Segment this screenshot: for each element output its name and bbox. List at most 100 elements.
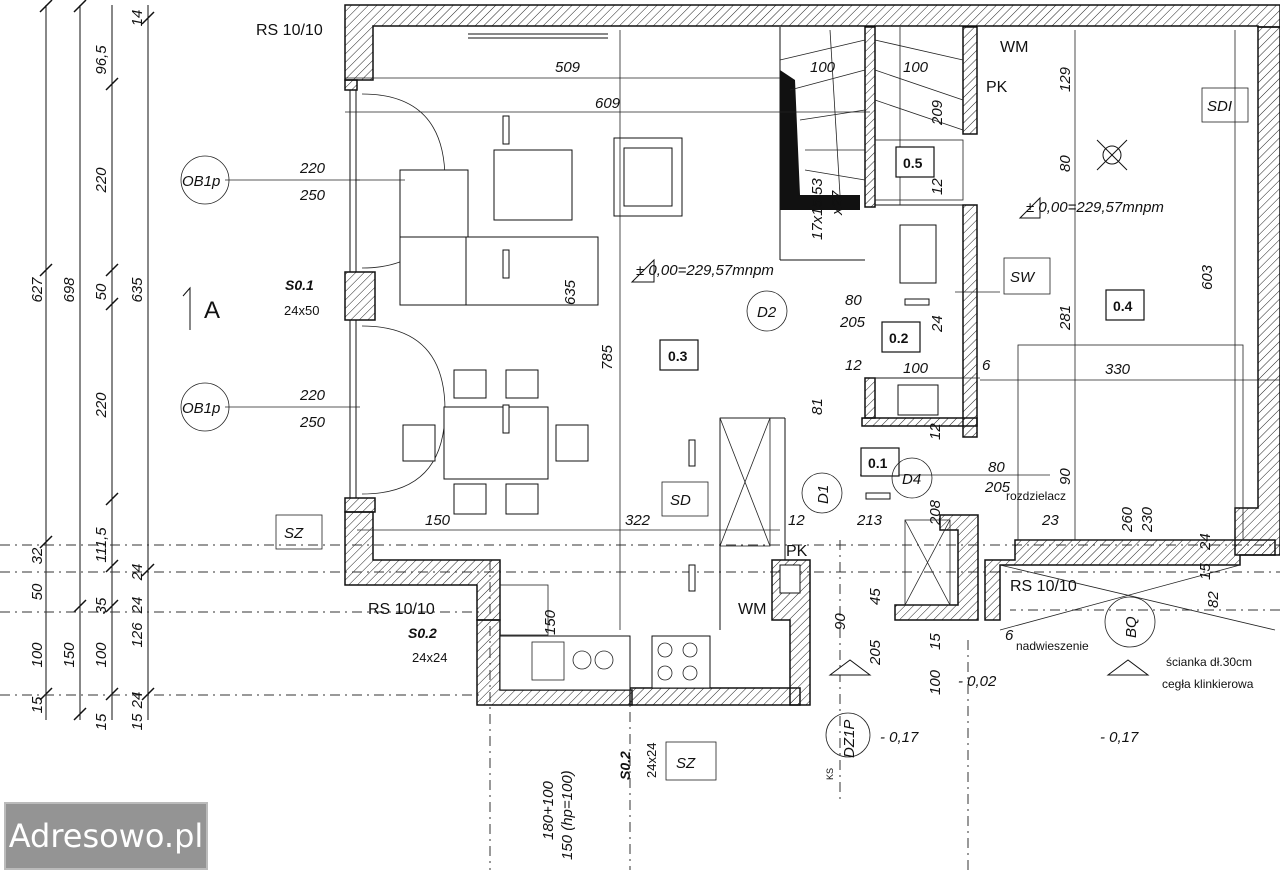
- dim: 80: [988, 459, 1005, 476]
- bq-symbol: BQ: [1123, 616, 1140, 638]
- dim: 15: [1197, 563, 1214, 580]
- s02-dim: 24x24: [644, 743, 659, 778]
- dim-left: 50: [93, 283, 110, 300]
- door-symbol: D4: [902, 471, 921, 488]
- dim-left: 635: [129, 277, 146, 303]
- ks-label: KS: [825, 768, 835, 780]
- sz-box: SZ: [676, 755, 696, 772]
- dim: 785: [599, 344, 616, 370]
- room-0.2: 0.2: [889, 330, 909, 346]
- dim-left: 32: [29, 547, 46, 564]
- dim: 220: [299, 387, 326, 404]
- left-dimension-lines: 96,5 220 50 220 111,5 32 50 35 100 15 14…: [0, 0, 1280, 730]
- annotations: RS 10/10 RS 10/10 RS 10/10 WM WM PK PK S…: [256, 22, 1254, 860]
- dim: 12: [788, 512, 805, 529]
- room-0.3: 0.3: [668, 348, 688, 364]
- dim: 213: [856, 512, 883, 529]
- walls: [344, 4, 1280, 706]
- sill-label: 180+100: [540, 781, 557, 840]
- dim: 90: [1057, 468, 1074, 485]
- dim: 150: [425, 512, 451, 529]
- sz-box: SZ: [284, 525, 304, 542]
- level-main: ± 0,00=229,57mnpm: [636, 262, 774, 279]
- level-ext2: - 0,17: [1100, 729, 1139, 746]
- dim: 129: [1057, 66, 1074, 92]
- room-labels: 0.3 0.4 0.5 0.2 0.1: [659, 146, 1145, 477]
- sill-label: 150 (hp=100): [559, 770, 576, 860]
- dim: 24: [1197, 533, 1214, 551]
- sw-box: SW: [1010, 269, 1036, 286]
- dim-left: 220: [93, 167, 110, 194]
- dim: 45: [867, 588, 884, 605]
- dim-left: 24: [129, 564, 146, 582]
- sd-box: SD: [670, 492, 691, 509]
- dim: 24: [929, 315, 946, 333]
- dim: 635: [562, 279, 579, 305]
- dim: 209: [929, 99, 946, 126]
- dim-left: 14: [129, 10, 146, 27]
- dim-left: 35: [93, 597, 110, 614]
- dim: 509: [555, 59, 581, 76]
- rs-label: RS 10/10: [1010, 578, 1077, 595]
- dim-left: 15: [129, 713, 146, 730]
- furniture: [399, 137, 951, 691]
- s02-dim: 24x24: [412, 650, 447, 665]
- pk-label: PK: [786, 543, 808, 560]
- room-0.1: 0.1: [868, 455, 888, 471]
- dim: 6: [1005, 627, 1014, 644]
- cegla-label: cegła klinkierowa: [1162, 677, 1254, 691]
- dim-left: 111,5: [93, 527, 110, 563]
- wm-label: WM: [738, 601, 766, 618]
- rozdzielacz-label: rozdzielacz: [1006, 489, 1066, 503]
- dim: 100: [927, 669, 944, 695]
- s01-dim: 24x50: [284, 303, 319, 318]
- dim-left: 100: [29, 642, 46, 668]
- window-symbol: OB1p: [182, 173, 220, 190]
- dim-left: 150: [61, 642, 78, 668]
- dim: 603: [1199, 264, 1216, 290]
- dim-left: 100: [93, 642, 110, 668]
- dim: 208: [927, 499, 944, 526]
- dim: 80: [845, 292, 862, 309]
- dim: 15: [927, 633, 944, 650]
- rs-label: RS 10/10: [368, 601, 435, 618]
- dim-left: 24: [129, 692, 146, 710]
- stairs-label: 17x15,53: [809, 178, 826, 240]
- door-symbol: DZ1P: [841, 720, 858, 758]
- dim-left: 15: [29, 696, 46, 713]
- scianka-label: ścianka dł.30cm: [1166, 655, 1252, 669]
- plan-dimensions: 509 609 100 100 220 250 220 250 150 322 …: [299, 59, 1222, 695]
- symbols: OB1p OB1p D2 D1 D4 DZ1P BQ SZ SZ SD SW S…: [180, 87, 1249, 781]
- dim: 80: [1057, 155, 1074, 172]
- lamp-symbols: [502, 115, 1128, 592]
- axis-label: A: [204, 297, 220, 324]
- dim: 250: [299, 414, 326, 431]
- stairs-label-2: x27: [829, 190, 846, 216]
- dim: 281: [1057, 305, 1074, 331]
- dim: 250: [299, 187, 326, 204]
- rs-label: RS 10/10: [256, 22, 323, 39]
- wm-label: WM: [1000, 39, 1028, 56]
- dim: 81: [809, 398, 826, 415]
- dim: 82: [1205, 591, 1222, 608]
- dim: 6: [982, 357, 991, 374]
- level-markers: ± 0,00=229,57mnpm ± 0,00=229,57mnpm - 0,…: [630, 196, 1164, 746]
- dim: 330: [1105, 361, 1131, 378]
- dim: 90: [832, 613, 849, 630]
- sdi-box: SDI: [1207, 98, 1232, 115]
- level-right: ± 0,00=229,57mnpm: [1026, 199, 1164, 216]
- dim-left: 627: [29, 277, 46, 303]
- s02-label: S0.2: [617, 751, 633, 780]
- dim: 205: [839, 314, 866, 331]
- dim: 205: [867, 639, 884, 666]
- s01-label: S0.1: [285, 277, 314, 293]
- door-symbol: D2: [757, 304, 777, 321]
- dim: 100: [810, 59, 836, 76]
- window-symbol: OB1p: [182, 400, 220, 417]
- dim: 609: [595, 95, 621, 112]
- dim: 100: [903, 360, 929, 377]
- dim: 150: [542, 609, 559, 635]
- dim: 12: [929, 178, 946, 195]
- dim-left: 24: [129, 597, 146, 615]
